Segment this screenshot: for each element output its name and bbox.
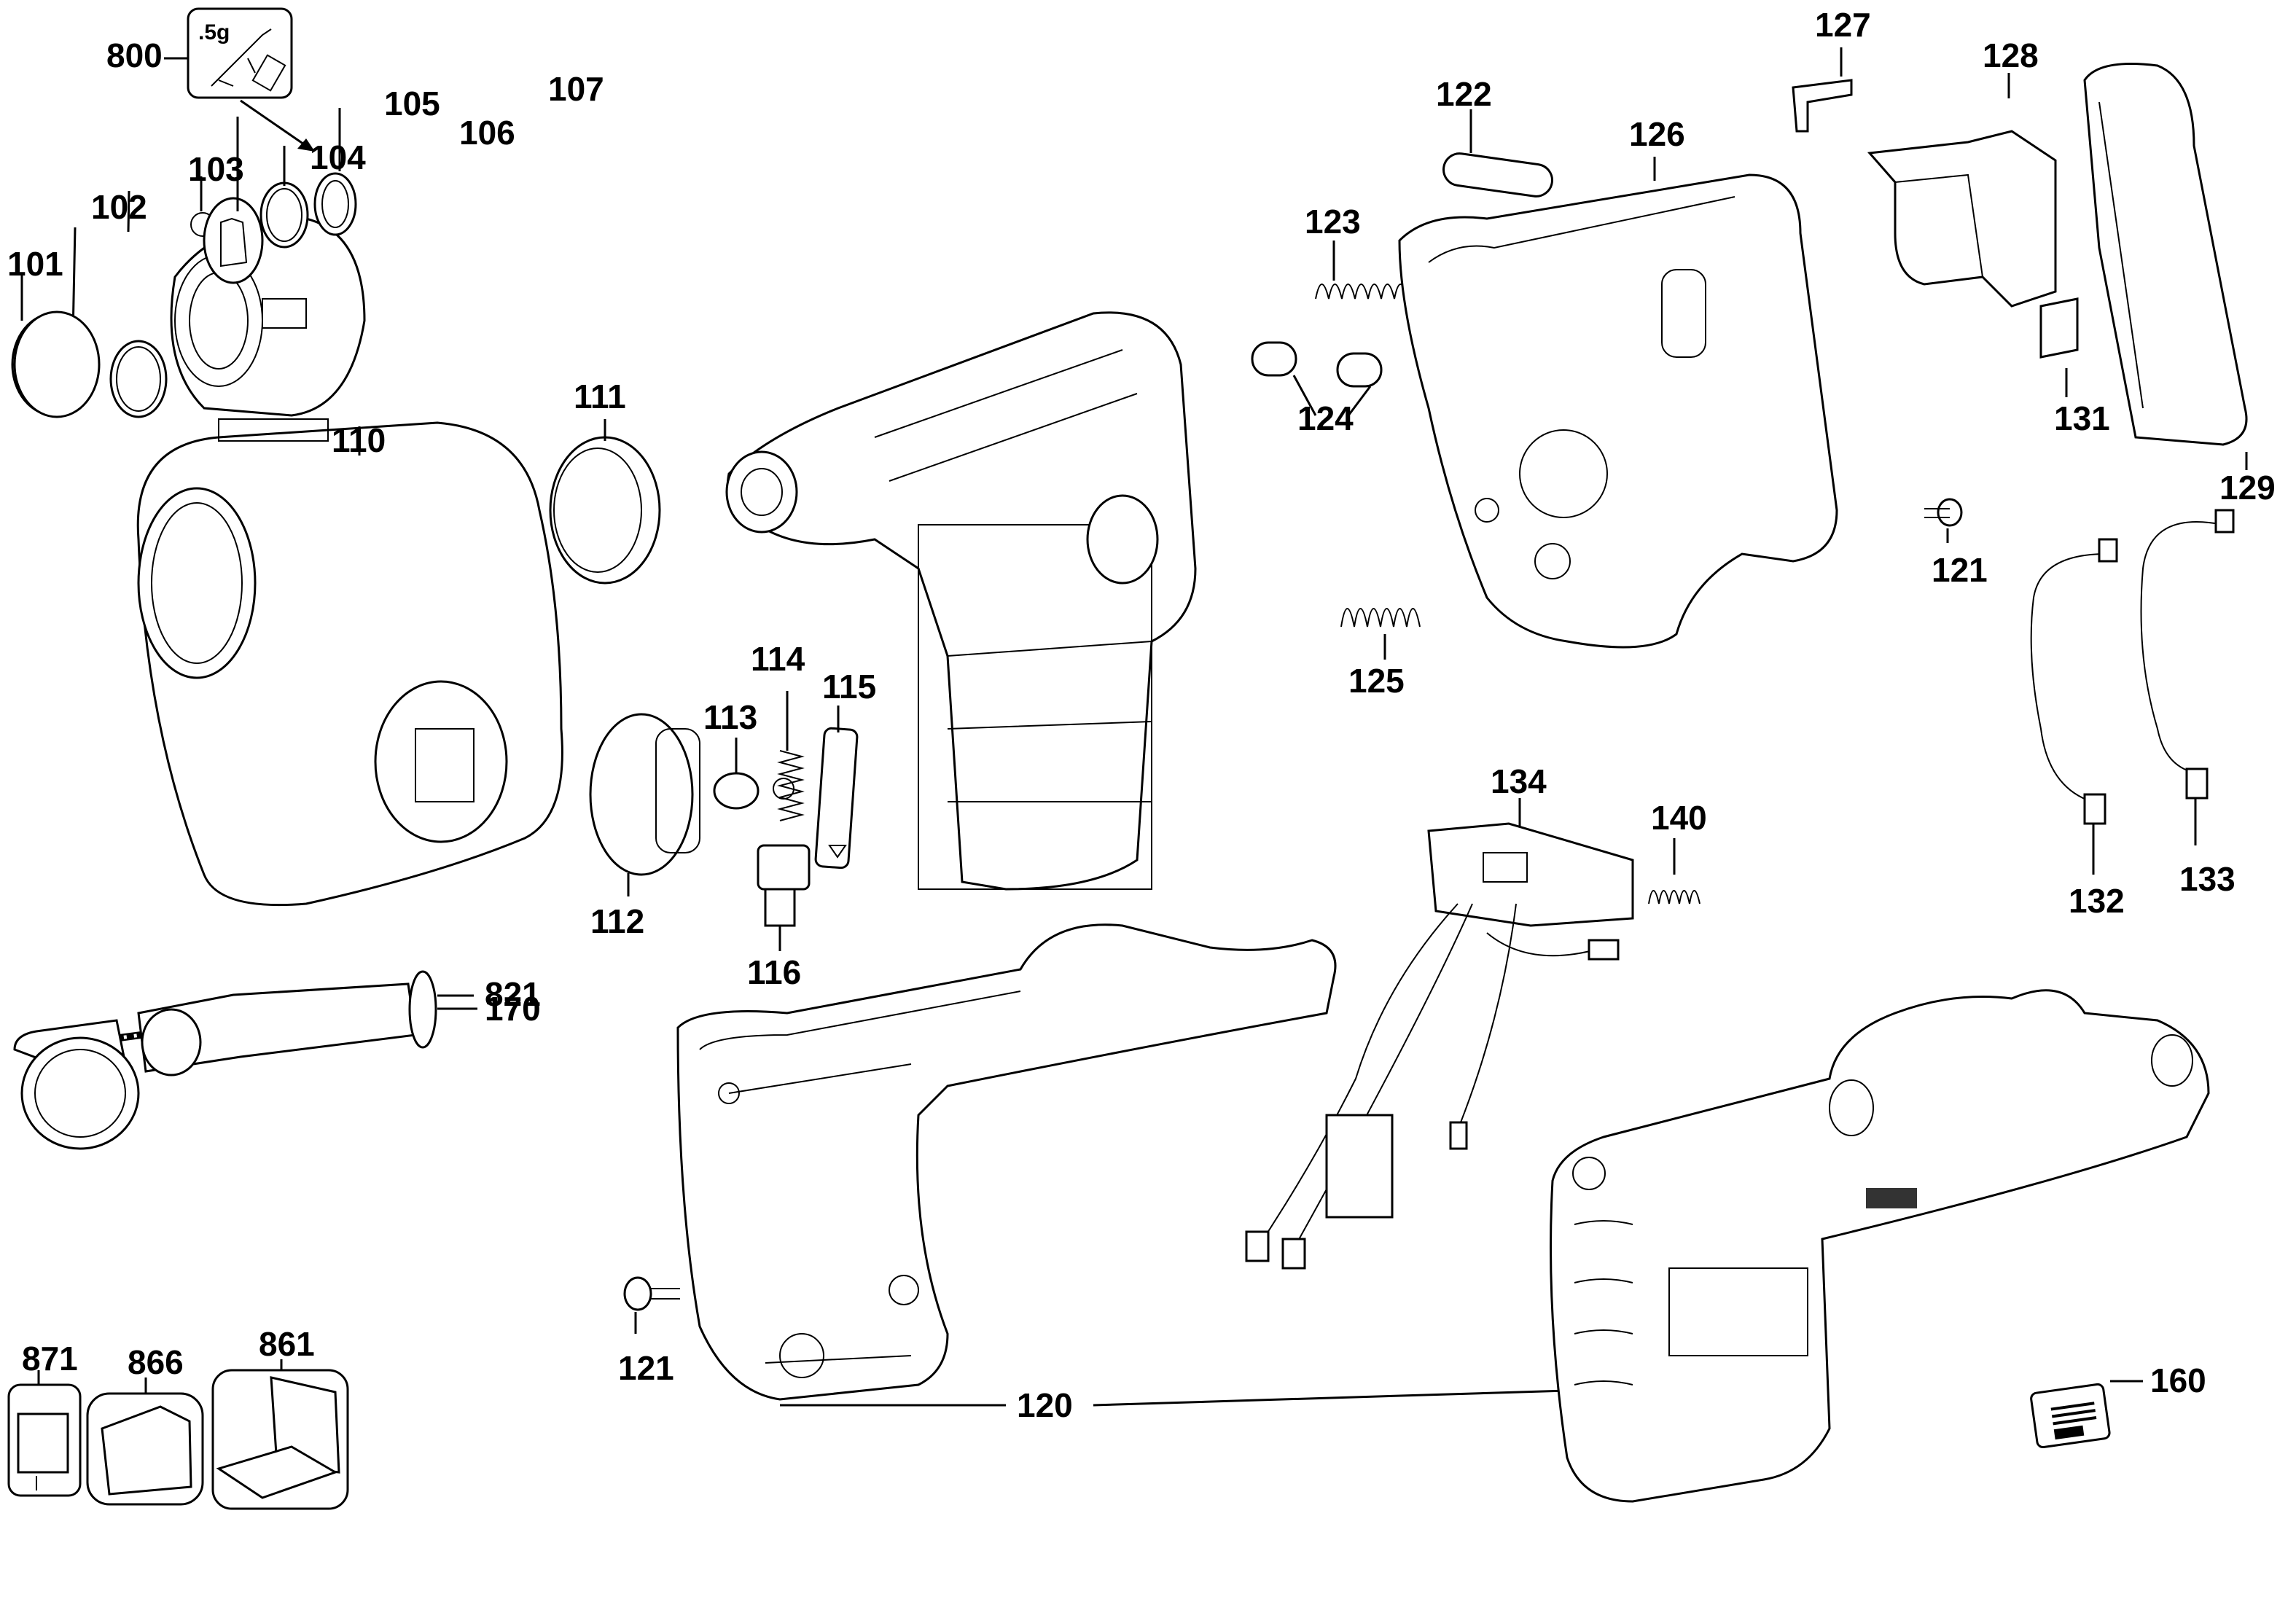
- part-121-screw-lower: 121: [618, 1276, 680, 1387]
- part-800-grease-kit: .5g 800: [106, 7, 315, 152]
- callout-120: 120: [1017, 1386, 1073, 1424]
- gearbox-motor-assembly: [725, 311, 1197, 891]
- grease-amount: .5g: [198, 20, 230, 44]
- callout-110: 110: [332, 421, 386, 459]
- callout-126: 126: [1629, 115, 1685, 153]
- callout-107: 107: [548, 70, 604, 108]
- callout-123: 123: [1305, 203, 1361, 241]
- callout-104: 104: [310, 138, 366, 176]
- part-107-washer: 107: [313, 70, 604, 236]
- part-124-bushings: 124: [1251, 341, 1383, 437]
- callout-861: 861: [259, 1325, 315, 1363]
- part-132-wire: 133: [2140, 509, 2236, 898]
- part-105-guide: 105: [203, 85, 440, 284]
- part-122-lens: 122: [1436, 75, 1553, 198]
- part-861-carry-case: 861: [211, 1325, 349, 1510]
- part-115-slide: 115: [814, 668, 876, 870]
- callout-116: 116: [747, 953, 801, 991]
- part-121-screw-upper: 121: [1924, 498, 1988, 589]
- part-110-front-housing: 110: [136, 418, 563, 907]
- callout-131: 132: [2069, 882, 2125, 920]
- callout-105: 105: [384, 85, 440, 122]
- part-160-side-handle: 170: [13, 970, 541, 1150]
- callout-125: 125: [1348, 662, 1405, 700]
- callout-124: 124: [1297, 399, 1354, 437]
- part-116-actuator: 116: [747, 844, 811, 991]
- callout-103: 103: [188, 150, 244, 188]
- callout-101: 101: [7, 245, 63, 283]
- part-129-side-cover: 129: [2083, 63, 2276, 507]
- part-104-ball: 104: [190, 138, 366, 237]
- callout-121-lower: 121: [618, 1349, 674, 1387]
- part-131-wire: 132: [2030, 538, 2125, 920]
- callout-871: 871: [22, 1340, 78, 1378]
- callout-113: 113: [703, 698, 757, 736]
- callout-866: 866: [128, 1343, 184, 1381]
- callout-127: 127: [1815, 6, 1871, 44]
- part-113-pin: 113: [703, 698, 794, 810]
- part-871-charger: 871: [7, 1340, 82, 1497]
- callout-129: 129: [2219, 469, 2276, 507]
- callout-128: 128: [1983, 36, 2039, 74]
- callout-134: 140: [1651, 799, 1707, 837]
- part-111-ring: 111: [549, 378, 661, 585]
- callout-821: 160: [2150, 1361, 2206, 1399]
- part-133-pcb-harness: 134: [1245, 762, 1634, 1270]
- part-101-102-103-104-105-106-107-geometry: [13, 310, 101, 418]
- callout-170: 821: [485, 975, 541, 1013]
- callout-133: 134: [1491, 762, 1547, 800]
- part-106-collar: 106: [259, 114, 515, 249]
- callout-132: 133: [2179, 860, 2236, 898]
- callout-115: 115: [822, 668, 876, 706]
- part-102-ring: 102: [71, 188, 168, 418]
- part-112-mode-knob: 112: [589, 713, 700, 940]
- part-128-trigger-switch: 128: [1867, 36, 2057, 308]
- callout-122: 122: [1436, 75, 1492, 113]
- callout-102: 102: [91, 188, 147, 226]
- part-125-spring: 125: [1340, 608, 1421, 700]
- part-120-right-housing: [1550, 989, 2210, 1503]
- part-114-spring: 114: [751, 640, 805, 821]
- callout-112: 112: [590, 902, 644, 940]
- part-134-spring: 140: [1648, 799, 1707, 904]
- callout-800: 800: [106, 36, 163, 74]
- part-127-switch-lever: 127: [1792, 6, 1871, 133]
- callout-140: 131: [2054, 399, 2110, 437]
- callout-121-upper: 121: [1932, 551, 1988, 589]
- callout-160: 170: [485, 990, 541, 1028]
- part-120-left-housing: 120: [676, 923, 1568, 1424]
- part-140-block: 131: [2039, 297, 2110, 437]
- part-123-spring: 123: [1305, 203, 1408, 300]
- part-821-nameplate: 160: [2030, 1361, 2206, 1449]
- part-126-handle-housing: 126: [1398, 115, 1838, 649]
- callout-106: 106: [459, 114, 515, 152]
- callout-114: 114: [751, 640, 805, 678]
- part-866-battery: 866: [86, 1343, 204, 1506]
- callout-111: 111: [574, 378, 626, 415]
